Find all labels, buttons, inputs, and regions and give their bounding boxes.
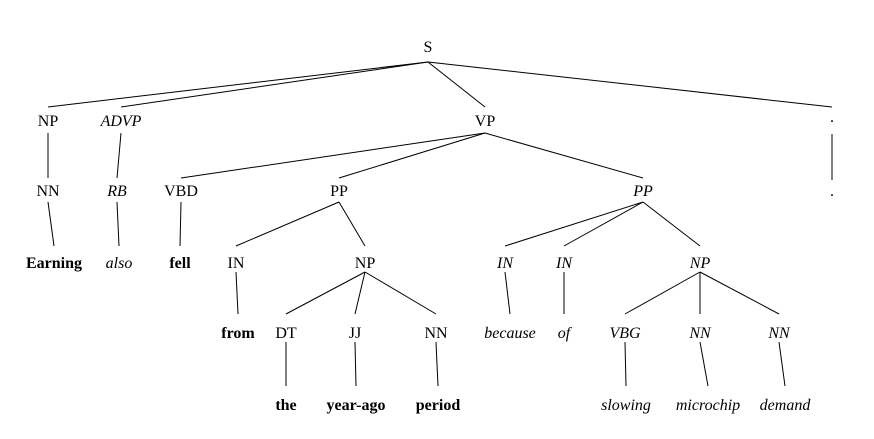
tag-in3: IN bbox=[555, 255, 573, 272]
edge-s-vp bbox=[427, 61, 486, 108]
edge-pp2-in2 bbox=[504, 201, 644, 247]
edge-pp2-np3 bbox=[642, 201, 701, 247]
tag-advp: ADVP bbox=[100, 113, 142, 130]
edge-nn1-w-earning bbox=[47, 201, 55, 247]
tag-np1: NP bbox=[38, 113, 59, 130]
edge-pp1-np2 bbox=[338, 201, 366, 247]
edge-nn4-w-demand bbox=[778, 341, 786, 387]
tag-pp1: PP bbox=[330, 183, 348, 200]
edge-np2-dt bbox=[285, 271, 366, 315]
tree-edges bbox=[47, 61, 833, 387]
word-the: the bbox=[275, 397, 296, 414]
word-because: because bbox=[484, 325, 536, 342]
word-fell: fell bbox=[169, 255, 191, 272]
word-also: also bbox=[106, 255, 133, 272]
edge-s-punct bbox=[427, 61, 833, 108]
edge-jj-w-yearago bbox=[354, 341, 357, 387]
tag-in1: IN bbox=[228, 255, 245, 272]
edge-vp-vbd bbox=[180, 132, 486, 179]
edge-np3-nn4 bbox=[699, 271, 780, 315]
edge-vbd-w-fell bbox=[179, 201, 182, 247]
tag-np3: NP bbox=[689, 255, 711, 272]
edge-rb-w-also bbox=[116, 201, 120, 247]
tag-nn4: NN bbox=[767, 325, 791, 342]
tag-pp2: PP bbox=[632, 183, 653, 200]
tree-nodes: S NP ADVP VP. NN RB VBD PP PP. Earning also fell IN N… bbox=[26, 39, 834, 414]
edge-vp-pp1 bbox=[338, 132, 486, 179]
word-yearago: year-ago bbox=[327, 397, 386, 414]
word-period: period bbox=[416, 397, 461, 414]
edge-vp-pp2 bbox=[484, 132, 644, 179]
word-of: of bbox=[558, 325, 573, 342]
edge-in1-w-from bbox=[235, 271, 239, 315]
word-earning: Earning bbox=[26, 255, 82, 272]
edge-pp1-in1 bbox=[235, 201, 340, 247]
tag-vp: VP bbox=[475, 113, 496, 130]
edge-s-np1 bbox=[47, 61, 429, 108]
tag-np2: NP bbox=[355, 255, 376, 272]
edge-np2-jj bbox=[354, 271, 366, 315]
tag-nn3: NN bbox=[688, 325, 712, 342]
edge-nn3-w-microchip bbox=[699, 341, 709, 387]
tag-vbg: VBG bbox=[609, 325, 641, 342]
tag-rb: RB bbox=[106, 183, 127, 200]
edge-np2-nn2 bbox=[364, 271, 437, 315]
tag-nn2: NN bbox=[424, 325, 448, 342]
tag-punct: . bbox=[830, 109, 834, 126]
tag-punct2: . bbox=[830, 183, 834, 200]
tag-jj: JJ bbox=[349, 325, 361, 342]
tag-s: S bbox=[424, 39, 433, 56]
tag-nn1: NN bbox=[36, 183, 60, 200]
tag-dt: DT bbox=[275, 325, 297, 342]
word-from: from bbox=[221, 325, 255, 342]
edge-in2-w-because bbox=[504, 271, 511, 315]
word-microchip: microchip bbox=[676, 397, 740, 414]
tag-vbd: VBD bbox=[164, 183, 198, 200]
edge-advp-rb bbox=[116, 132, 122, 179]
edge-nn2-w-period bbox=[435, 341, 439, 387]
word-slowing: slowing bbox=[601, 397, 651, 414]
edge-vbg-w-slowing bbox=[624, 341, 627, 387]
edge-pp2-in3 bbox=[563, 201, 644, 247]
tag-in2: IN bbox=[496, 255, 514, 272]
edge-np3-vbg bbox=[624, 271, 701, 315]
word-demand: demand bbox=[760, 397, 812, 414]
edge-s-advp bbox=[120, 61, 429, 108]
